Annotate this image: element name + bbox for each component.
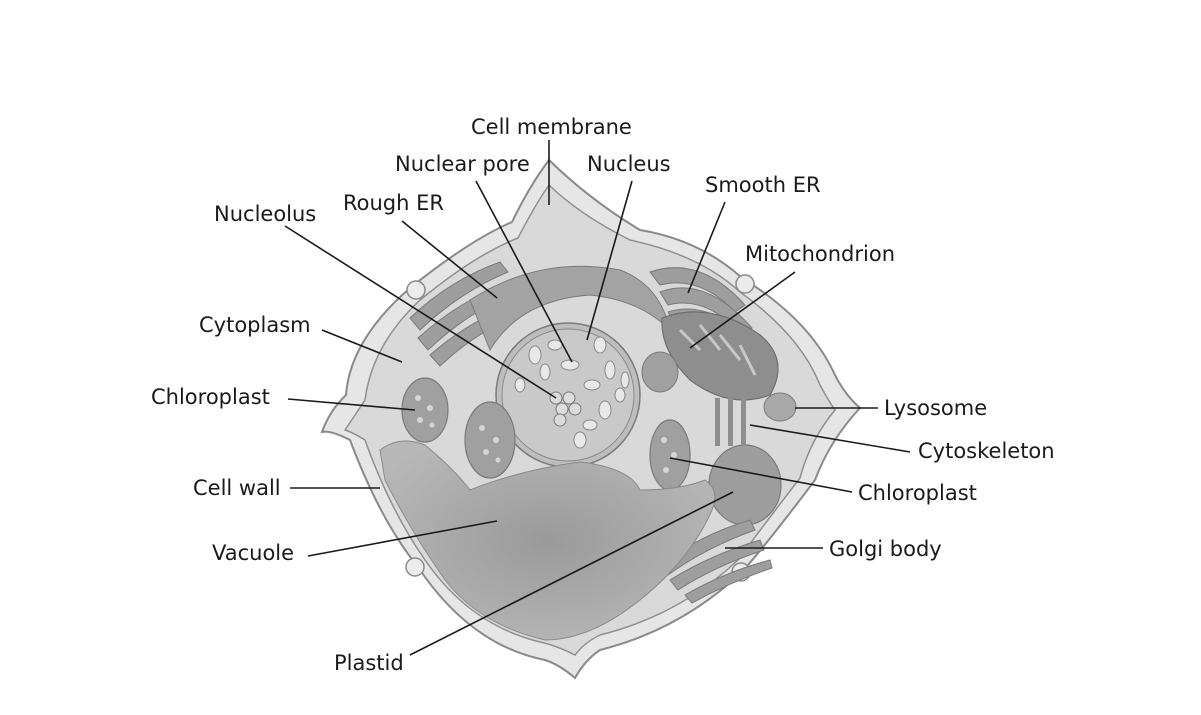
label-cell-wall: Cell wall xyxy=(193,476,281,500)
plastid-shape xyxy=(708,444,782,526)
leader-chloroplast-right xyxy=(669,457,853,493)
leader-plastid xyxy=(409,491,734,656)
label-rough-er: Rough ER xyxy=(343,191,444,215)
label-plastid: Plastid xyxy=(334,651,404,675)
leader-vacuole xyxy=(307,520,498,557)
plasmodesma-dot xyxy=(405,557,425,577)
label-cytoskeleton: Cytoskeleton xyxy=(918,439,1055,463)
label-nucleolus: Nucleolus xyxy=(214,202,317,226)
leader-cytoskeleton xyxy=(749,424,911,453)
nucleus-shape xyxy=(495,322,641,468)
leader-nuclear-pore xyxy=(475,180,573,363)
label-chloroplast-right: Chloroplast xyxy=(858,481,977,505)
leader-cytoplasm xyxy=(321,329,403,363)
leader-rough-er xyxy=(401,220,498,299)
plasmodesma-dot xyxy=(406,280,426,300)
leader-smooth-er xyxy=(687,201,726,294)
vacuole-shape xyxy=(379,440,716,641)
leader-nucleolus xyxy=(284,225,557,399)
leader-mitochondrion xyxy=(689,271,796,349)
label-vacuole: Vacuole xyxy=(212,541,295,565)
cytoskeleton-shape xyxy=(715,398,746,446)
label-lysosome: Lysosome xyxy=(884,396,988,420)
chloroplast-left-shape xyxy=(401,377,516,479)
label-mitochondrion: Mitochondrion xyxy=(745,242,896,266)
label-nuclear-pore: Nuclear pore xyxy=(395,152,530,176)
label-golgi-body: Golgi body xyxy=(829,537,942,561)
label-cell-membrane: Cell membrane xyxy=(471,115,632,139)
leader-lines xyxy=(284,140,911,656)
leader-chloroplast-left xyxy=(287,398,416,411)
vesicle-shape xyxy=(641,351,679,393)
golgi-body-shape xyxy=(659,519,773,604)
plasmodesma-dot xyxy=(735,274,755,294)
lysosome-shape xyxy=(763,392,797,422)
label-smooth-er: Smooth ER xyxy=(705,173,821,197)
chloroplast-right-shape xyxy=(649,419,691,491)
label-cytoplasm: Cytoplasm xyxy=(199,313,311,337)
leader-nucleus xyxy=(586,180,633,341)
label-chloroplast-left: Chloroplast xyxy=(151,385,270,409)
label-nucleus: Nucleus xyxy=(587,152,671,176)
